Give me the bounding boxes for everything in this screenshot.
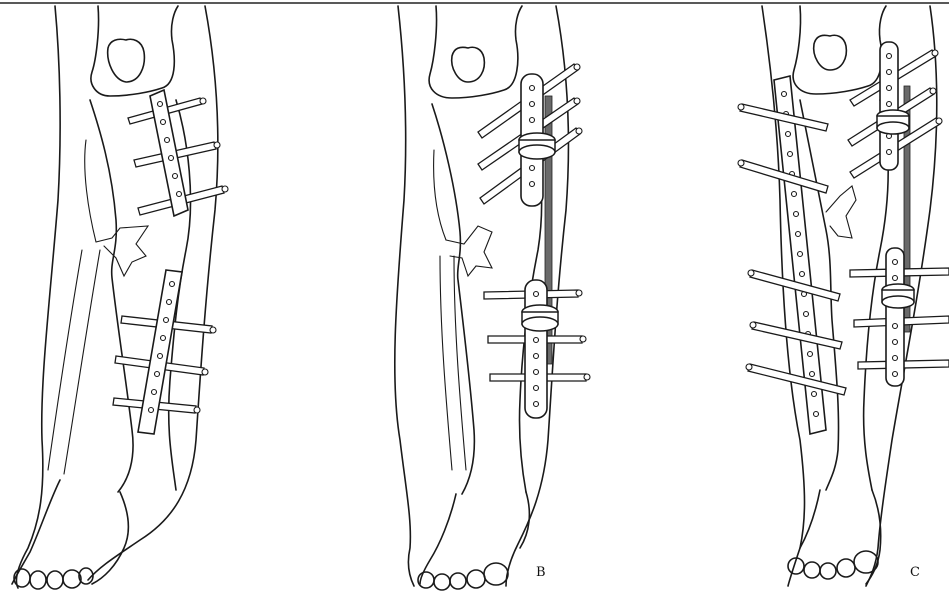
panel-a-fibula [48,140,100,474]
panel-a-toes [14,568,93,589]
panel-b-lower-clamp [522,305,558,331]
panel-c-label: C [910,566,920,579]
panel-b-label: B [536,566,546,579]
panel-b-patella [452,47,485,82]
panel-a-illustration [12,6,228,589]
panel-c-fracture [826,186,856,238]
panel-b-illustration [395,6,590,590]
panel-b-fracture [446,226,492,276]
panel-c-foot [800,490,881,584]
panel-c-illustration [738,6,949,586]
panel-c-lateral-lower-bar [886,248,904,386]
panel-c-lower-clamp [882,284,914,308]
panel-a-femur [91,6,178,96]
panel-c-patella [814,35,847,70]
panel-a-leg-outline [16,6,217,588]
panel-b-distal-bar [525,280,547,418]
panel-b-toes [418,563,508,590]
panel-c-femur [793,6,886,94]
panel-a-patella [108,39,145,82]
panel-c-lateral-upper-bar [880,42,898,170]
panel-a-fracture [96,226,148,276]
panel-c-upper-clamp [877,110,909,134]
panel-b-upper-clamp [519,133,555,159]
panel-a-foot [12,480,128,584]
panel-b-femur [429,6,522,98]
panel-c-toes [788,551,878,579]
